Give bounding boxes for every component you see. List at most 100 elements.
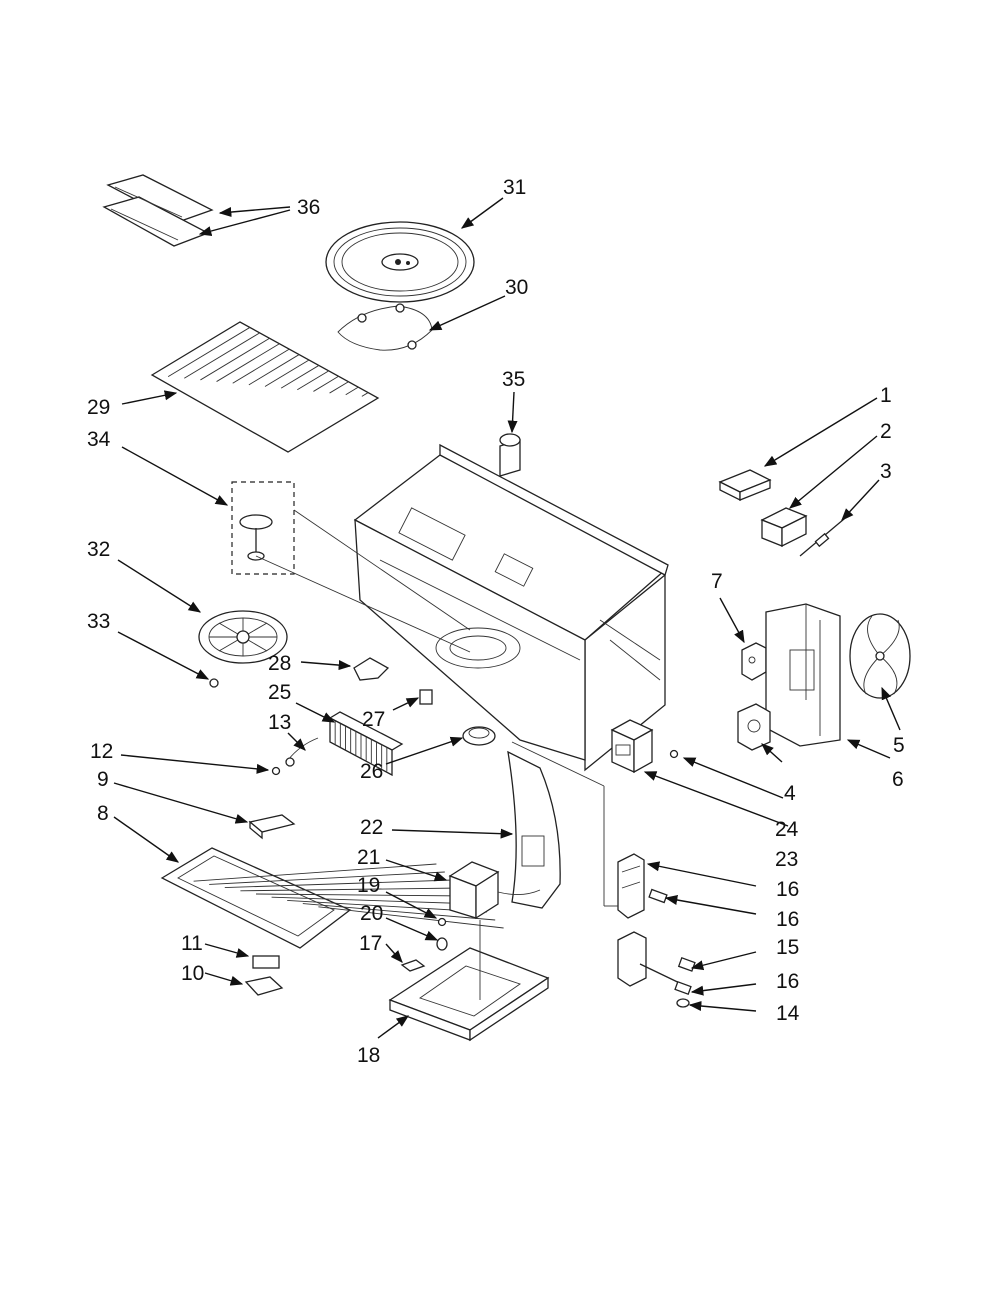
part-15-switch-bracket [617,931,696,989]
callout-20: 19 [357,874,380,897]
callout-14: 14 [776,1002,800,1025]
line-detail [193,863,437,882]
callout-8: 8 [97,802,109,825]
part-26-heat-sink [328,711,404,777]
callout-6: 6 [892,768,904,791]
callout-12: 12 [90,740,113,763]
callout-4: 4 [784,782,796,805]
line-detail [361,392,369,397]
line-detail [345,386,359,396]
part-21-fuse [436,937,448,951]
part-11-spacer [252,955,280,969]
part-18-label [400,959,426,972]
part-8-vent-panel [160,847,504,949]
callout-9: 9 [97,768,109,791]
part-30-rack [150,321,380,453]
callout-37: 36 [297,196,320,219]
callout-28: 27 [362,708,385,731]
line-detail [209,871,445,885]
callout-labels: 36 31 30 29 35 34 32 33 28 27 25 13 12 9… [87,176,905,1067]
callout-7: 7 [711,570,723,593]
part-37-filters [102,174,214,247]
part-3-diode [799,513,851,557]
part-34-screw [209,678,219,688]
part-16-switch-lower [674,981,692,995]
part-31-roller-support [337,303,433,351]
line-detail [329,381,349,394]
callout-36: 35 [502,368,525,391]
part-24-magnetron [610,719,654,774]
part-29-bracket [353,657,390,681]
part-25-screw [669,749,679,759]
callout-26: 25 [268,681,291,704]
callout-30: 29 [87,396,110,419]
part-4-fan-motor [737,703,771,751]
line-detail [264,359,310,387]
callout-32: 31 [503,176,526,199]
callout-18: 17 [359,932,382,955]
callout-16-upper: 16 [776,908,799,931]
part-13-wire [285,737,319,767]
line-detail [255,893,471,897]
leader-lines [113,197,901,1039]
callout-33: 32 [87,538,110,561]
callout-13: 13 [268,711,291,734]
line-detail [271,896,479,905]
part-32-turntable [325,221,475,303]
part-20-screw [437,917,447,927]
callout-31: 30 [505,276,528,299]
part-23-duct [507,750,561,909]
callout-2: 2 [880,420,892,443]
callout-34: 33 [87,610,110,633]
line-detail [302,903,496,921]
callout-5: 5 [893,734,905,757]
callout-35: 34 [87,428,111,451]
part-10-lamp-holder [244,976,284,996]
callout-10: 10 [181,962,204,985]
part-17-interlock [617,853,645,919]
callout-17: 16 [776,878,799,901]
line-detail [318,906,504,929]
line-detail [313,375,339,392]
callout-29: 28 [268,652,291,675]
part-33-stirrer [198,610,288,664]
line-detail [167,327,251,378]
callout-11: 11 [181,932,203,955]
part-16-switch-upper [648,888,668,904]
callout-3: 3 [880,460,892,483]
part-27-motor [462,726,496,746]
part-1-latch [718,469,772,502]
callout-15: 15 [776,936,799,959]
callout-16-lower: 16 [776,970,799,993]
part-2-capacitor [760,507,808,548]
line-detail [232,348,290,384]
callout-27: 26 [360,760,383,783]
part-9-light-cover [248,814,296,840]
part-28-clip [419,689,433,705]
connector-lines [255,509,618,1000]
line-detail [184,332,260,379]
part-12-screw [271,766,281,776]
main-cavity [353,433,669,772]
line-detail [200,337,270,381]
callout-22: 21 [357,846,380,869]
part-19-base-tray [388,947,550,1042]
callout-24: 23 [775,848,798,871]
part-7-thermostat [741,642,767,681]
line-detail [297,370,329,391]
callout-21: 20 [360,902,383,925]
part-6-fan-housing [765,603,841,747]
line-detail [224,879,454,889]
part-5-fan-blade [849,613,911,699]
callout-25: 24 [775,818,799,841]
callout-23: 22 [360,816,383,839]
line-detail [248,354,300,386]
part-14-screw [676,998,690,1008]
line-detail [240,887,462,892]
line-detail [216,343,280,382]
callout-19: 18 [357,1044,380,1067]
part-35-coupler [231,481,295,575]
part-22-transformer [448,861,541,920]
line-detail [280,365,320,389]
